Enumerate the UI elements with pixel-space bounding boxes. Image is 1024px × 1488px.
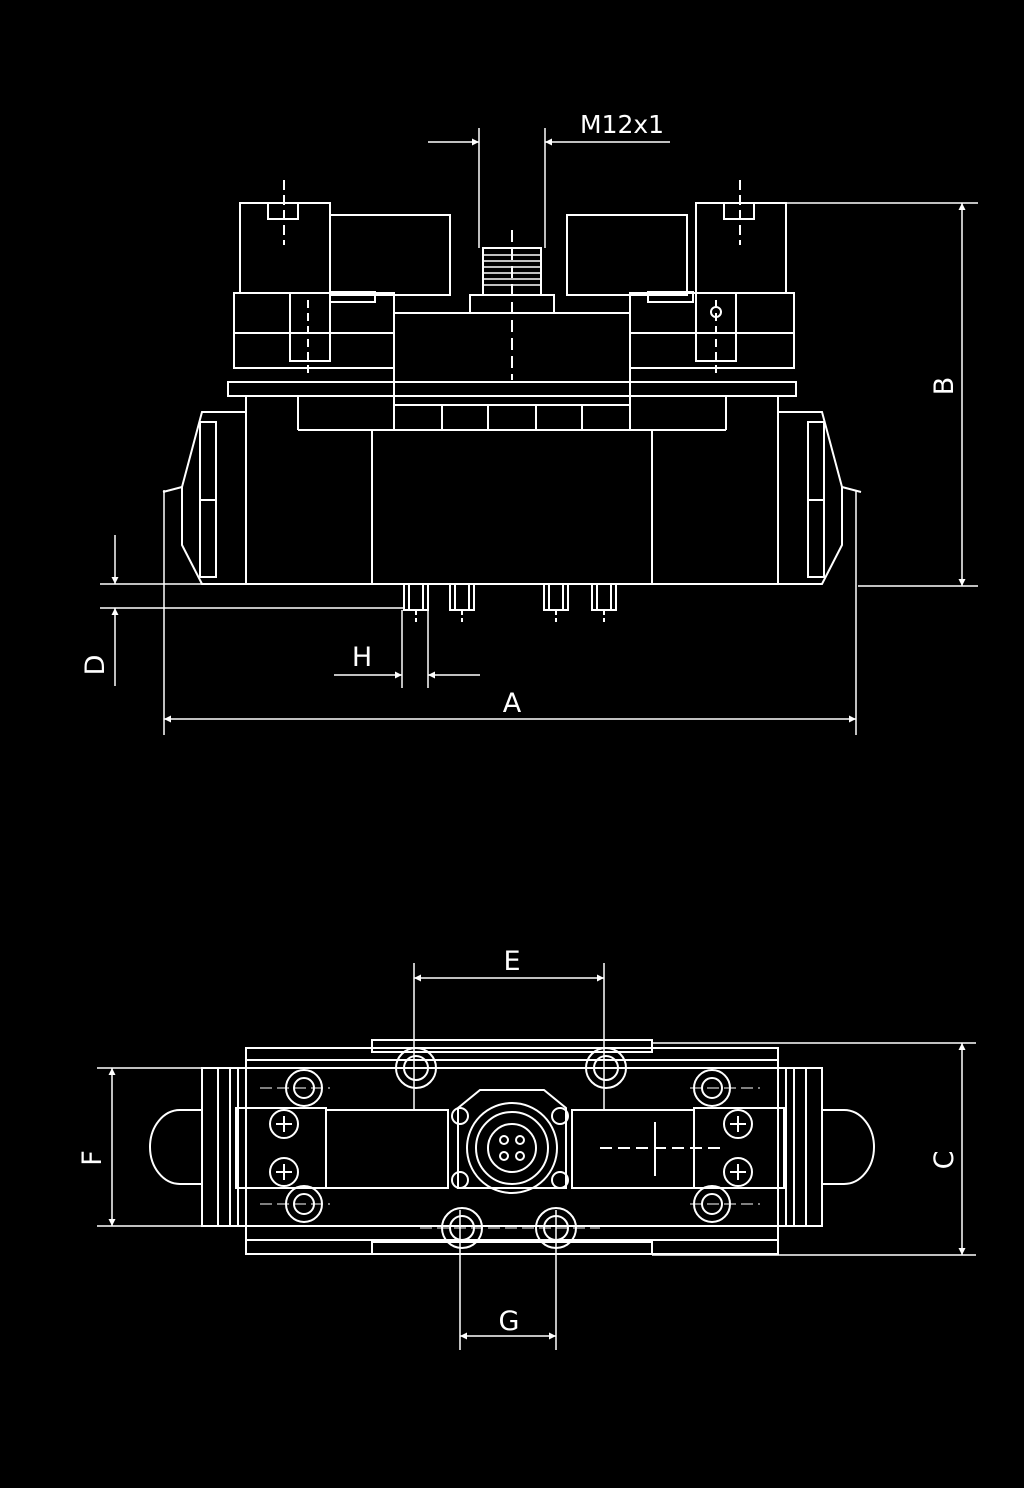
label-e: E <box>503 946 520 977</box>
label-f: F <box>77 1150 108 1166</box>
label-thread: M12x1 <box>580 110 664 139</box>
right-solenoid-coil <box>566 180 787 303</box>
center-lines <box>260 1067 760 1229</box>
dimension-thread <box>428 128 670 248</box>
front-view <box>100 128 978 735</box>
dimension-g <box>459 1210 557 1350</box>
dimension-e <box>413 963 605 1110</box>
top-view-body <box>149 1039 875 1255</box>
right-end-cap <box>778 411 862 585</box>
label-g: G <box>499 1306 520 1337</box>
mounting-screws <box>403 583 617 622</box>
label-b: B <box>929 377 960 396</box>
dimension-d <box>100 535 404 686</box>
connector-block <box>393 230 631 431</box>
dimension-a <box>163 490 857 735</box>
dimension-f <box>97 1067 230 1227</box>
label-h: H <box>352 642 372 673</box>
label-d: D <box>80 655 111 676</box>
valve-body <box>227 381 797 585</box>
dimension-h <box>334 610 480 688</box>
crosshead-screws <box>269 1109 753 1187</box>
dimension-c <box>652 1042 976 1256</box>
solenoid-covers <box>235 1107 785 1189</box>
label-c: C <box>929 1151 960 1170</box>
dimension-b <box>786 202 978 587</box>
label-a: A <box>503 688 522 719</box>
m12-connector <box>451 1089 569 1194</box>
top-view <box>97 963 976 1350</box>
